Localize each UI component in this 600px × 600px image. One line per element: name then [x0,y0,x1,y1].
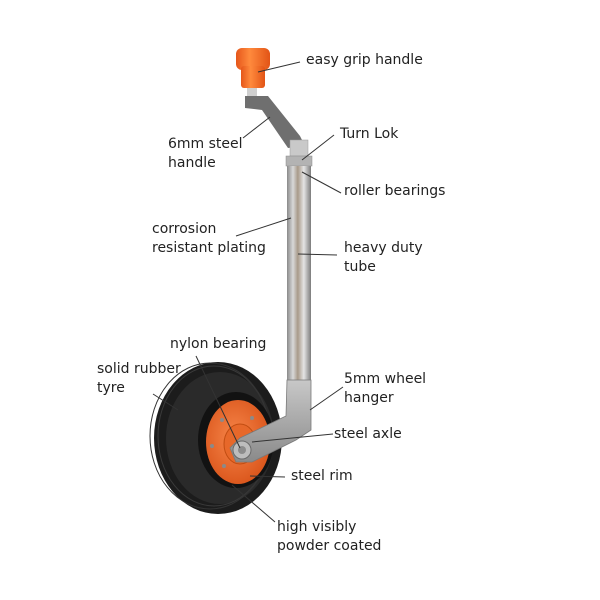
label-solid-rubber-tyre: solid rubber tyre [97,361,181,396]
label-high-visibly-powder-coated: high visibly powder coated [277,519,382,554]
turn-lok-collar [285,155,313,167]
label-corrosion-resistant-plating: corrosion resistant plating [152,221,266,256]
wheel-hanger [229,379,312,463]
label-6mm-steel-handle: 6mm steel handle [168,136,243,171]
leader-lines [152,61,344,523]
label-steel-axle: steel axle [334,426,402,442]
easy-grip-handle-knob [236,48,270,96]
label-steel-rim: steel rim [291,468,353,484]
heavy-duty-tube-body [287,166,311,394]
top-spindle [289,139,309,157]
label-easy-grip-handle: easy grip handle [306,52,423,68]
label-roller-bearings: roller bearings [344,183,446,199]
label-turn-lok: Turn Lok [340,126,399,142]
label-heavy-duty-tube: heavy duty tube [344,240,423,275]
label-nylon-bearing: nylon bearing [170,336,267,352]
label-5mm-wheel-hanger: 5mm wheel hanger [344,371,427,406]
steel-crank-arm [245,96,305,148]
